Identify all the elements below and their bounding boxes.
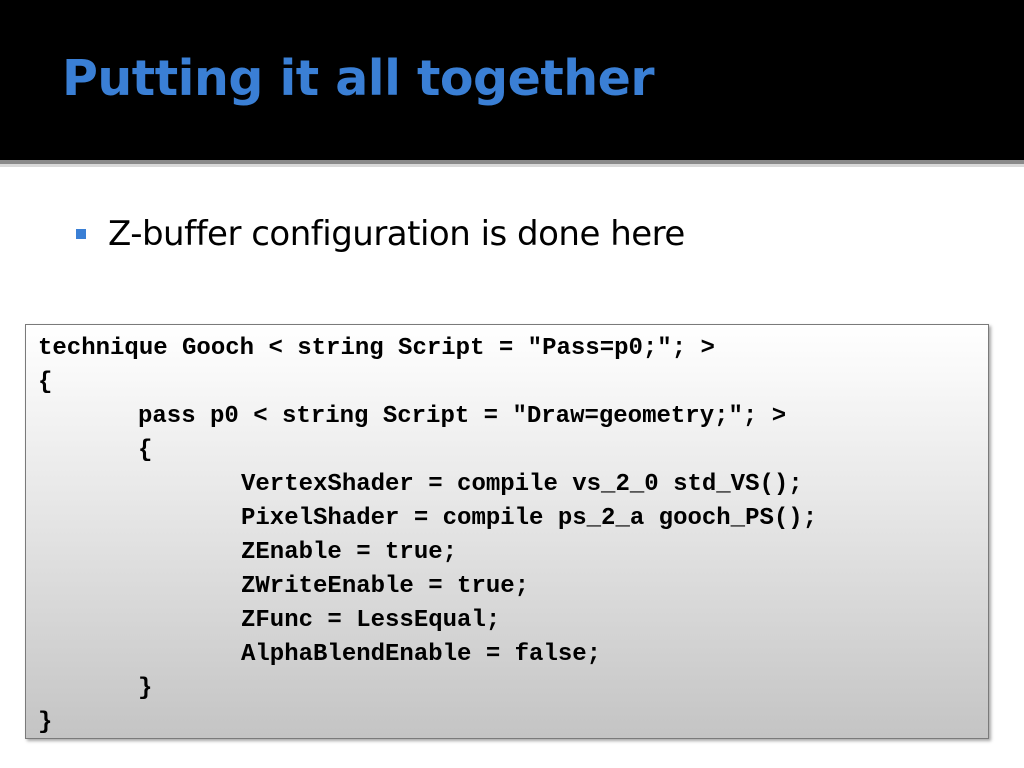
code-line: } <box>138 675 153 702</box>
code-line: } <box>38 709 53 736</box>
code-line: ZEnable = true; <box>241 539 458 566</box>
code-line: ZFunc = LessEqual; <box>241 607 501 634</box>
code-line: VertexShader = compile vs_2_0 std_VS(); <box>241 471 803 498</box>
slide-content: Z-buffer configuration is done here tech… <box>0 167 1024 768</box>
code-line: { <box>138 437 153 464</box>
bullet-text: Z-buffer configuration is done here <box>108 214 685 254</box>
code-line: AlphaBlendEnable = false; <box>241 641 602 668</box>
code-line: PixelShader = compile ps_2_a gooch_PS(); <box>241 505 818 532</box>
title-bar: Putting it all together <box>0 0 1024 160</box>
square-bullet-icon <box>76 229 86 239</box>
code-line: pass p0 < string Script = "Draw=geometry… <box>138 403 787 430</box>
slide-title: Putting it all together <box>62 50 655 107</box>
code-block: technique Gooch < string Script = "Pass=… <box>25 324 989 739</box>
code-line: technique Gooch < string Script = "Pass=… <box>38 335 715 362</box>
code-line: ZWriteEnable = true; <box>241 573 530 600</box>
code-line: { <box>38 369 53 396</box>
bullet-item: Z-buffer configuration is done here <box>76 214 685 254</box>
title-divider-highlight <box>0 164 1024 167</box>
title-divider <box>0 160 1024 164</box>
